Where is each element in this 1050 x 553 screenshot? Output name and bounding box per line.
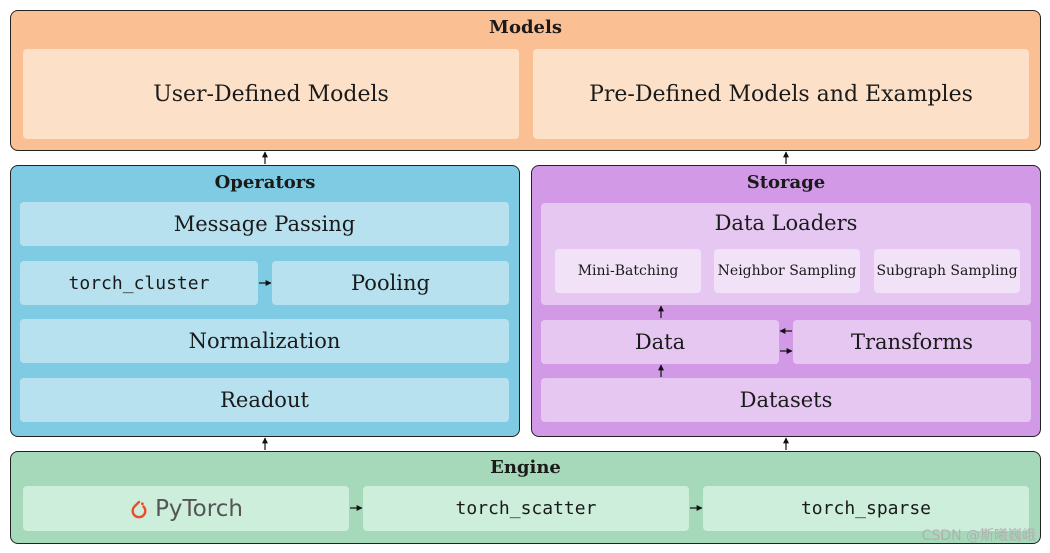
data-box: Data <box>541 320 779 364</box>
engine-panel: Engine PyTorch torch_scatter torch_spars… <box>10 451 1041 544</box>
data-loaders-label: Data Loaders <box>714 211 858 235</box>
operators-title: Operators <box>214 172 316 193</box>
normalization-box: Normalization <box>20 319 509 363</box>
datasets-box: Datasets <box>541 378 1031 422</box>
pooling-box: Pooling <box>272 261 509 305</box>
data-loaders-box: Data Loaders Mini-Batching Neighbor Samp… <box>541 203 1031 305</box>
readout-box: Readout <box>20 378 509 422</box>
pytorch-logo-icon <box>129 498 149 520</box>
storage-panel: Storage Data Loaders Mini-Batching Neigh… <box>531 165 1041 437</box>
neighbor-sampling-box: Neighbor Sampling <box>714 249 860 293</box>
torch-scatter-box: torch_scatter <box>363 486 689 531</box>
engine-title: Engine <box>490 457 561 478</box>
subgraph-sampling-box: Subgraph Sampling <box>874 249 1020 293</box>
torch-sparse-box: torch_sparse <box>703 486 1029 531</box>
operators-panel: Operators Message Passing torch_cluster … <box>10 165 520 437</box>
watermark: CSDN @斯曦巍峨 <box>921 528 1036 544</box>
mini-batching-box: Mini-Batching <box>555 249 701 293</box>
message-passing-box: Message Passing <box>20 202 509 246</box>
pytorch-box: PyTorch <box>23 486 349 531</box>
transforms-box: Transforms <box>793 320 1031 364</box>
torch-cluster-box: torch_cluster <box>20 261 258 305</box>
storage-title: Storage <box>746 172 826 193</box>
models-title: Models <box>489 17 562 38</box>
pre-defined-models-box: Pre-Defined Models and Examples <box>533 49 1029 139</box>
user-defined-models-box: User-Defined Models <box>23 49 519 139</box>
pytorch-label: PyTorch <box>155 495 243 522</box>
models-panel: Models User-Defined Models Pre-Defined M… <box>10 10 1041 151</box>
